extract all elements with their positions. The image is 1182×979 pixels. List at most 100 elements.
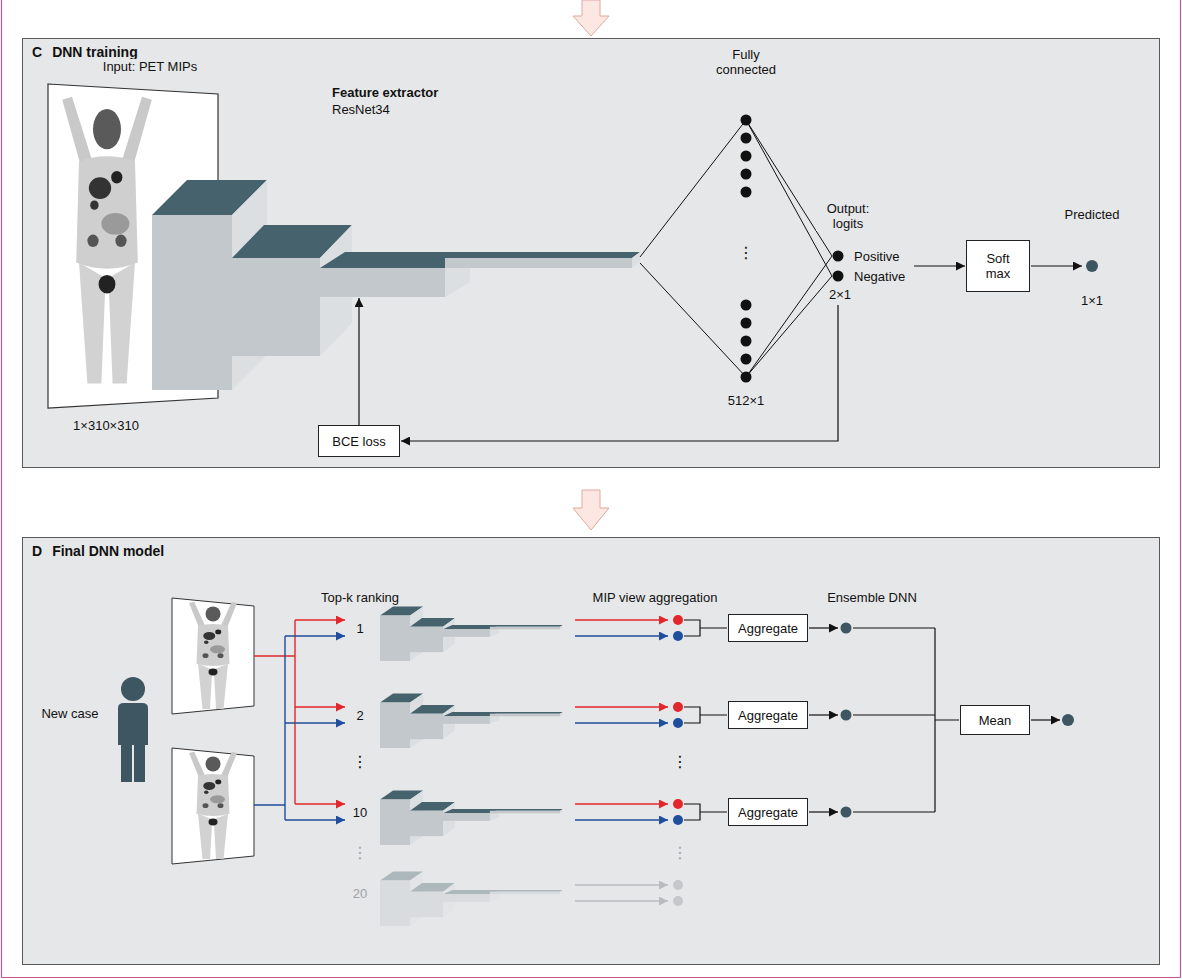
input-label: Input: PET MIPs [101, 59, 199, 74]
panel-title: Final DNN model [52, 542, 164, 560]
rank-number: 10 [351, 805, 369, 820]
body-silhouette [189, 752, 237, 859]
person-head [121, 677, 145, 701]
column-label: MIP view aggregation [591, 590, 720, 605]
process-box: Aggregate [728, 701, 808, 729]
red-arrow [575, 619, 668, 620]
panel-letter: D [32, 542, 42, 560]
pet-mip-image [172, 748, 254, 864]
fc-line [746, 276, 832, 377]
red-arrow [575, 706, 668, 707]
blue-arrow [575, 635, 668, 636]
neuron [741, 372, 752, 383]
arrow [809, 811, 838, 812]
box-label: Aggregate [738, 805, 798, 820]
blue-dot [673, 718, 683, 728]
pet-mip-image [172, 598, 254, 714]
column-label: Top-k ranking [319, 590, 401, 605]
neuron [741, 300, 752, 311]
box-label: Aggregate [738, 708, 798, 723]
process-box: Aggregate [728, 614, 808, 642]
neuron [741, 133, 752, 144]
neuron [741, 187, 752, 198]
arrow [809, 714, 838, 715]
neuron [741, 169, 752, 180]
box-label: Aggregate [738, 621, 798, 636]
feature-extractor: Feature extractorResNet34 [150, 82, 640, 298]
red-view-line [254, 620, 295, 804]
view-lines [254, 620, 345, 820]
class-label: Negative [852, 269, 907, 284]
output-dot [1062, 714, 1074, 726]
ellipsis: ⋮ [670, 753, 690, 771]
red-dot [673, 702, 683, 712]
process-box: Mean [960, 705, 1030, 735]
class-label: Positive [852, 249, 902, 264]
red-dot [673, 615, 683, 625]
fc-line [746, 256, 832, 377]
frame-line [1, 0, 2, 978]
box-label: Soft max [975, 251, 1021, 281]
process-box: Soft max [966, 240, 1030, 292]
arrow [1031, 719, 1060, 720]
body-silhouette [189, 602, 237, 709]
neuron [741, 318, 752, 329]
person-body [118, 703, 148, 745]
ellipsis: ⋮ [350, 753, 370, 771]
fc-lines [640, 120, 832, 377]
logit-neuron [833, 271, 844, 282]
ellipsis: ⋮ [670, 844, 690, 862]
bracket [684, 804, 727, 820]
process-box: Aggregate [728, 798, 808, 826]
blue-view-line [254, 636, 285, 820]
arrow [1031, 265, 1082, 266]
layer-label: Fully connected [704, 47, 788, 77]
aggregate-dots [841, 623, 852, 818]
bracket [684, 707, 727, 723]
bracket [684, 620, 727, 636]
grey-arrow [575, 900, 668, 901]
arrow [914, 265, 965, 266]
panel-ground [22, 38, 1160, 468]
panel-ground [22, 537, 1160, 965]
output-label: Predicted [1063, 207, 1122, 222]
ellipsis: ⋮ [350, 844, 370, 862]
red-arrow [575, 803, 668, 804]
view-brackets [684, 620, 727, 820]
frame-line [2, 977, 1181, 978]
person-icon [118, 677, 148, 782]
rank-number: 2 [354, 708, 365, 723]
grey-dot [673, 896, 683, 906]
neuron [741, 151, 752, 162]
model-blocks [380, 693, 563, 748]
resnet-blocks [152, 180, 640, 390]
model-blocks [380, 606, 563, 661]
loss-line [401, 305, 838, 441]
panel-letter: C [32, 43, 42, 61]
ellipsis: ⋮ [736, 244, 756, 262]
fc-line [640, 120, 746, 257]
blue-dot [673, 815, 683, 825]
model-blocks [380, 790, 563, 845]
blue-arrow [285, 819, 345, 820]
person-leg [134, 745, 145, 782]
frame-line [1180, 0, 1181, 978]
dimension-label: 512×1 [726, 393, 767, 408]
prediction-arrows [575, 620, 668, 901]
connector-arrow [358, 298, 359, 425]
person-leg [121, 745, 132, 782]
red-dot [673, 799, 683, 809]
grey-arrow [575, 884, 668, 885]
dimension-label: 2×1 [827, 287, 853, 302]
neuron [741, 354, 752, 365]
block-title: Feature extractor [332, 84, 438, 101]
case-label: New case [39, 706, 100, 721]
box-label: Mean [979, 713, 1012, 728]
neuron [741, 336, 752, 347]
dimension-label: 1×1 [1079, 293, 1105, 308]
model-blocks [380, 871, 563, 926]
fc-line [746, 120, 832, 276]
fc-line [746, 120, 832, 256]
